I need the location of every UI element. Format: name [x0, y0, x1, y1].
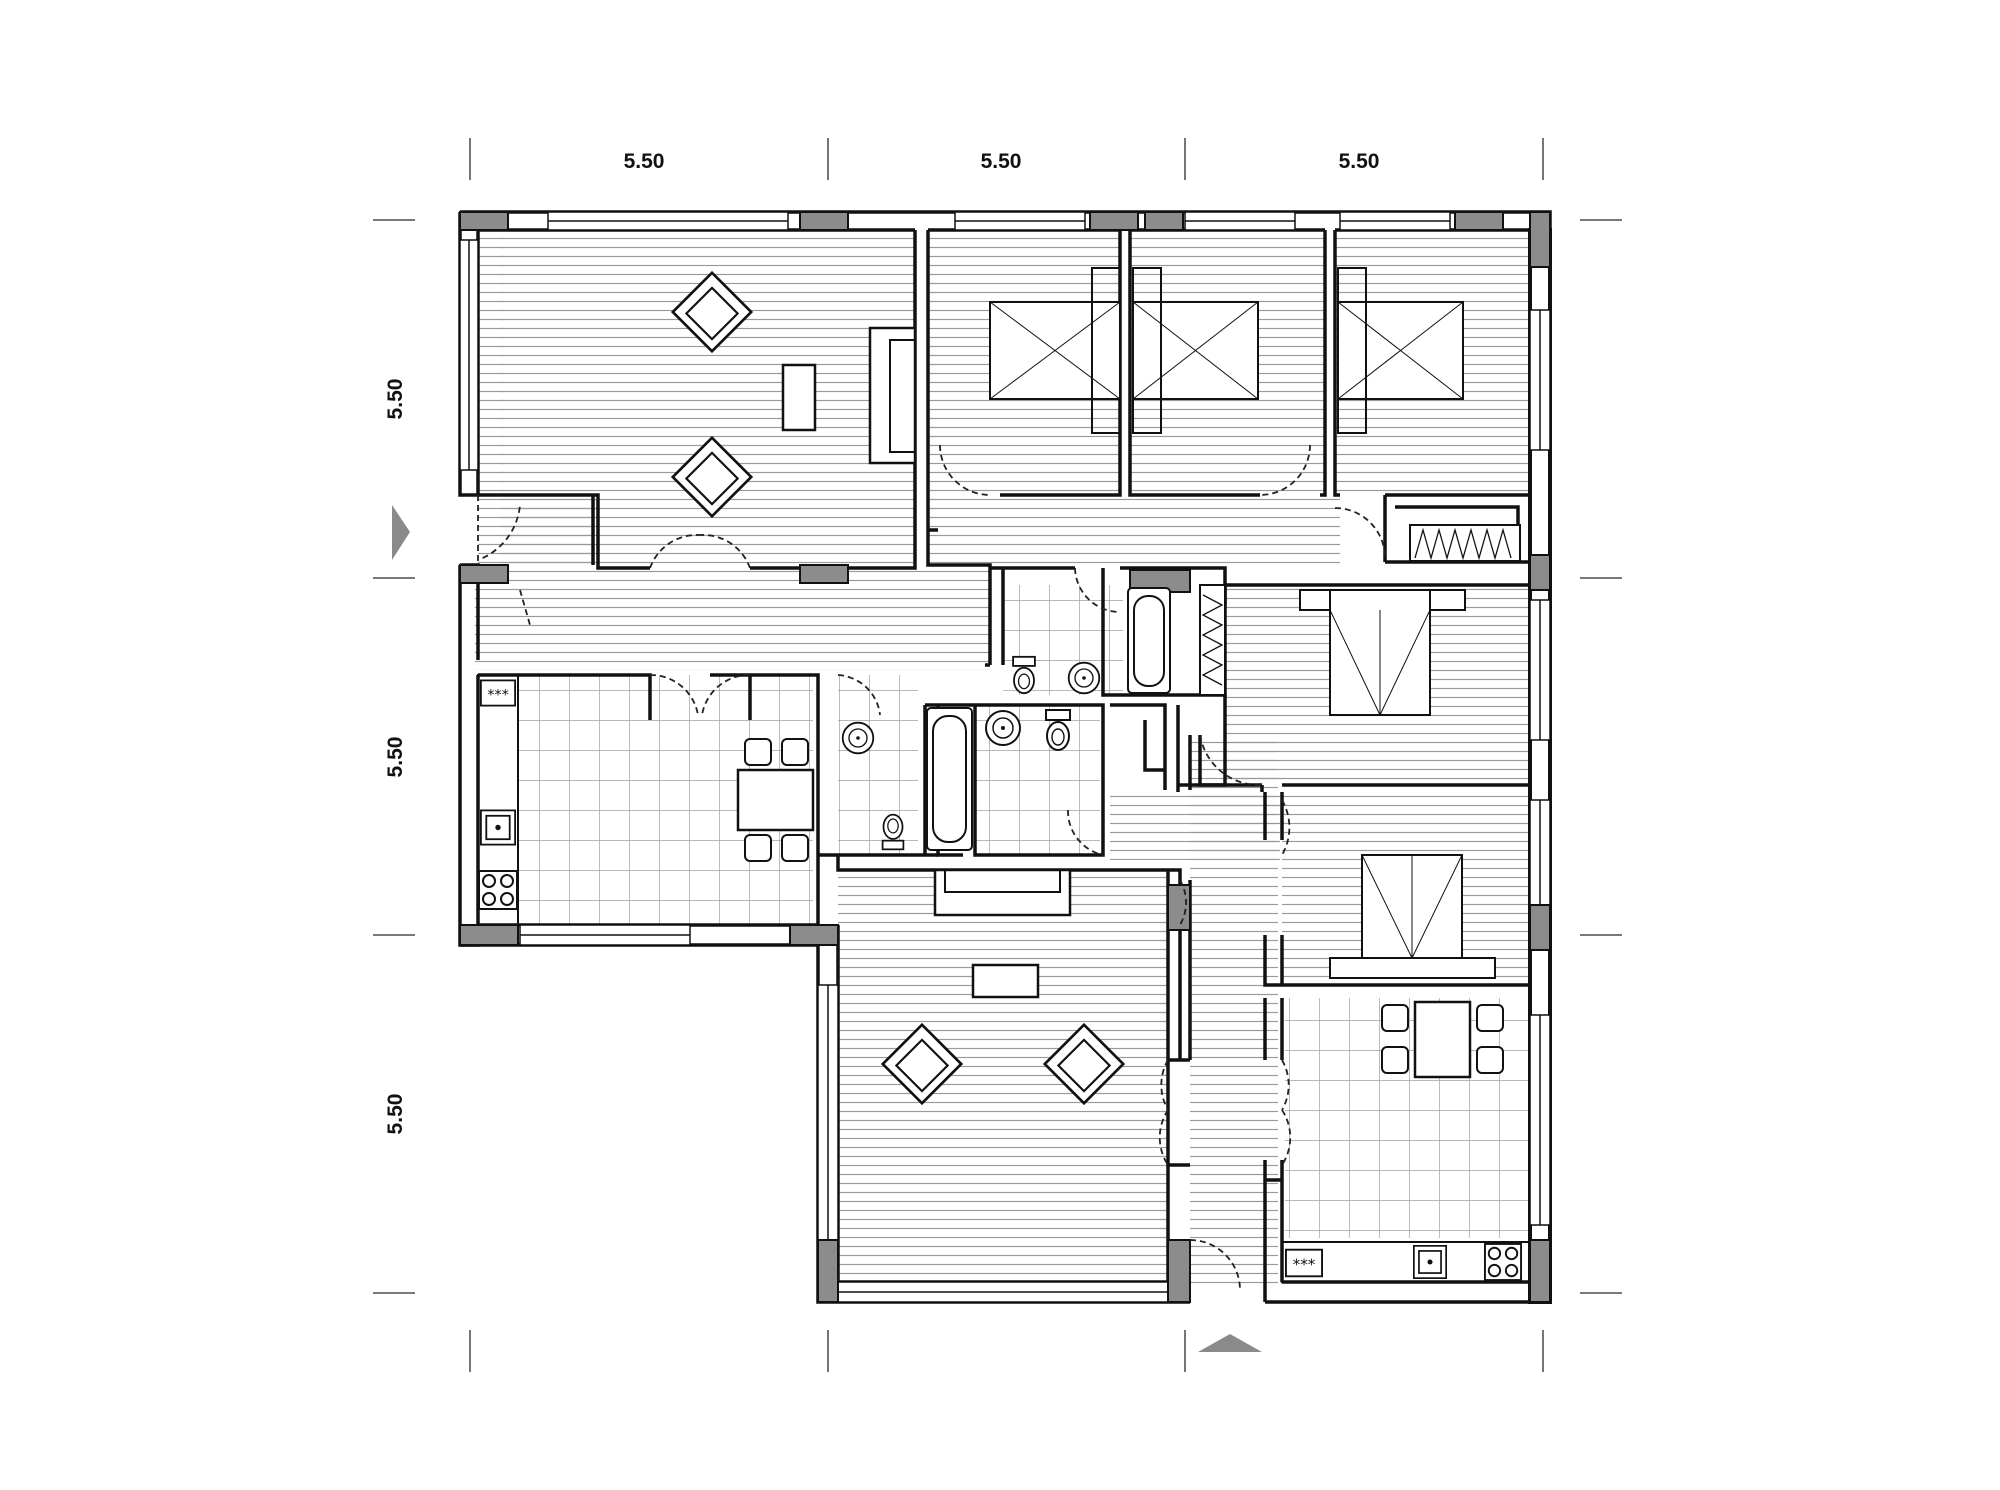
windows: [459, 211, 1551, 1303]
column: [817, 1239, 839, 1303]
door-living-double[interactable]: [649, 534, 751, 569]
door-bathroom-2[interactable]: [1067, 809, 1104, 856]
door-bedroom-5[interactable]: [1281, 799, 1291, 856]
columns: [459, 211, 1551, 1303]
coffee-table-icon: [971, 963, 1040, 999]
doors: [477, 444, 1386, 1291]
chair-icon: [744, 834, 772, 862]
column: [459, 924, 519, 946]
column: [1454, 211, 1504, 231]
living-room-floor-strip: [478, 230, 503, 495]
column: [1167, 1239, 1191, 1303]
furniture: [477, 267, 1531, 1283]
living-room-lower-floor: [838, 870, 1168, 1282]
door-kitchen-left[interactable]: [649, 674, 751, 716]
chair-icon: [744, 738, 772, 766]
sofa-back-icon: [944, 869, 1061, 893]
washbasin-icon: [841, 721, 875, 755]
column: [1167, 884, 1191, 931]
sofa-icon: [868, 326, 917, 465]
bathtub-icon: [926, 707, 973, 851]
dimension-top-2: 5.50: [981, 150, 1022, 173]
chair-icon: [1381, 1046, 1409, 1074]
entrance-arrow-west-icon: [392, 505, 410, 560]
door-wc[interactable]: [837, 674, 881, 716]
washbasin-icon: [1067, 661, 1101, 695]
column: [1529, 1239, 1551, 1303]
toilet-icon: [881, 813, 905, 851]
bedroom-partition-2: [1320, 230, 1340, 497]
sink-icon: [1412, 1245, 1448, 1279]
door-living-lower[interactable]: [1179, 879, 1187, 926]
door-kitchen-right[interactable]: [1281, 1059, 1292, 1166]
entrance-arrow-south-icon: [1198, 1334, 1262, 1352]
chair-icon: [1381, 1004, 1409, 1032]
stove-icon: [478, 870, 518, 910]
column: [799, 211, 849, 231]
wardrobe-icon: [1199, 524, 1521, 696]
column: [1529, 211, 1551, 268]
hall-right-walls: [1110, 695, 1227, 792]
chair-icon: [781, 834, 809, 862]
lower-corridor-walls: [1168, 880, 1192, 1167]
hob-icon: [1285, 1248, 1323, 1278]
column: [1529, 904, 1551, 951]
coffee-table-icon: [781, 363, 817, 432]
hob-icon: [480, 679, 516, 707]
door-bathroom-1[interactable]: [1074, 567, 1121, 613]
dimension-lines: [373, 138, 1622, 1372]
chair-icon: [781, 738, 809, 766]
column: [799, 564, 849, 584]
bidet-icon: [1012, 655, 1036, 695]
dimension-left-2: 5.50: [384, 737, 407, 778]
door-bedroom-3[interactable]: [1334, 507, 1386, 559]
column: [459, 564, 509, 584]
dimension-top-1: 5.50: [624, 150, 665, 173]
double-bed-icon: [989, 267, 1121, 434]
kitchen-right-floor: [1285, 998, 1530, 1238]
sink-icon: [480, 809, 516, 846]
double-bed-icon: [1299, 589, 1466, 716]
bidet-icon: [1045, 709, 1071, 751]
corridor-left-floor: [478, 495, 593, 565]
hall-lower-floor: [1110, 790, 1280, 860]
double-bed-icon: [1132, 267, 1259, 434]
entrance-hall-floor: [475, 565, 990, 670]
column: [1089, 211, 1139, 231]
column: [1144, 211, 1184, 231]
stove-icon: [1483, 1243, 1523, 1281]
door-bedroom-4[interactable]: [1199, 734, 1263, 786]
corridor-upper-floor: [928, 495, 1340, 565]
dimension-top-3: 5.50: [1339, 150, 1380, 173]
column: [459, 211, 509, 231]
column: [1529, 554, 1551, 591]
dimension-labels: 5.50 5.50 5.50 5.50 5.50 5.50: [384, 150, 1379, 1134]
washbasin-icon: [985, 710, 1021, 746]
chair-icon: [1476, 1004, 1504, 1032]
bathtub-icon: [1127, 587, 1171, 694]
sofa-back-icon: [889, 339, 916, 453]
chair-icon: [1476, 1046, 1504, 1074]
wc-floor: [838, 675, 918, 855]
door-hall-lower[interactable]: [1158, 1059, 1169, 1166]
counter-right: [1281, 1241, 1531, 1283]
living-room-walls: [478, 230, 930, 570]
corridor-wall-upper: [926, 495, 992, 665]
double-bed-icon: [1329, 854, 1496, 979]
dining-table-icon: [1413, 1000, 1472, 1079]
column: [789, 924, 839, 946]
kitchen-right-walls: [1263, 998, 1284, 1182]
door-closet[interactable]: [519, 589, 531, 626]
double-bed-icon: [1337, 267, 1464, 434]
dining-table-icon: [736, 768, 815, 832]
bedroom-5-walls: [1263, 792, 1530, 987]
counter-left: [477, 674, 519, 926]
dimension-left-3: 5.50: [384, 1094, 407, 1135]
dimension-left-1: 5.50: [384, 379, 407, 420]
